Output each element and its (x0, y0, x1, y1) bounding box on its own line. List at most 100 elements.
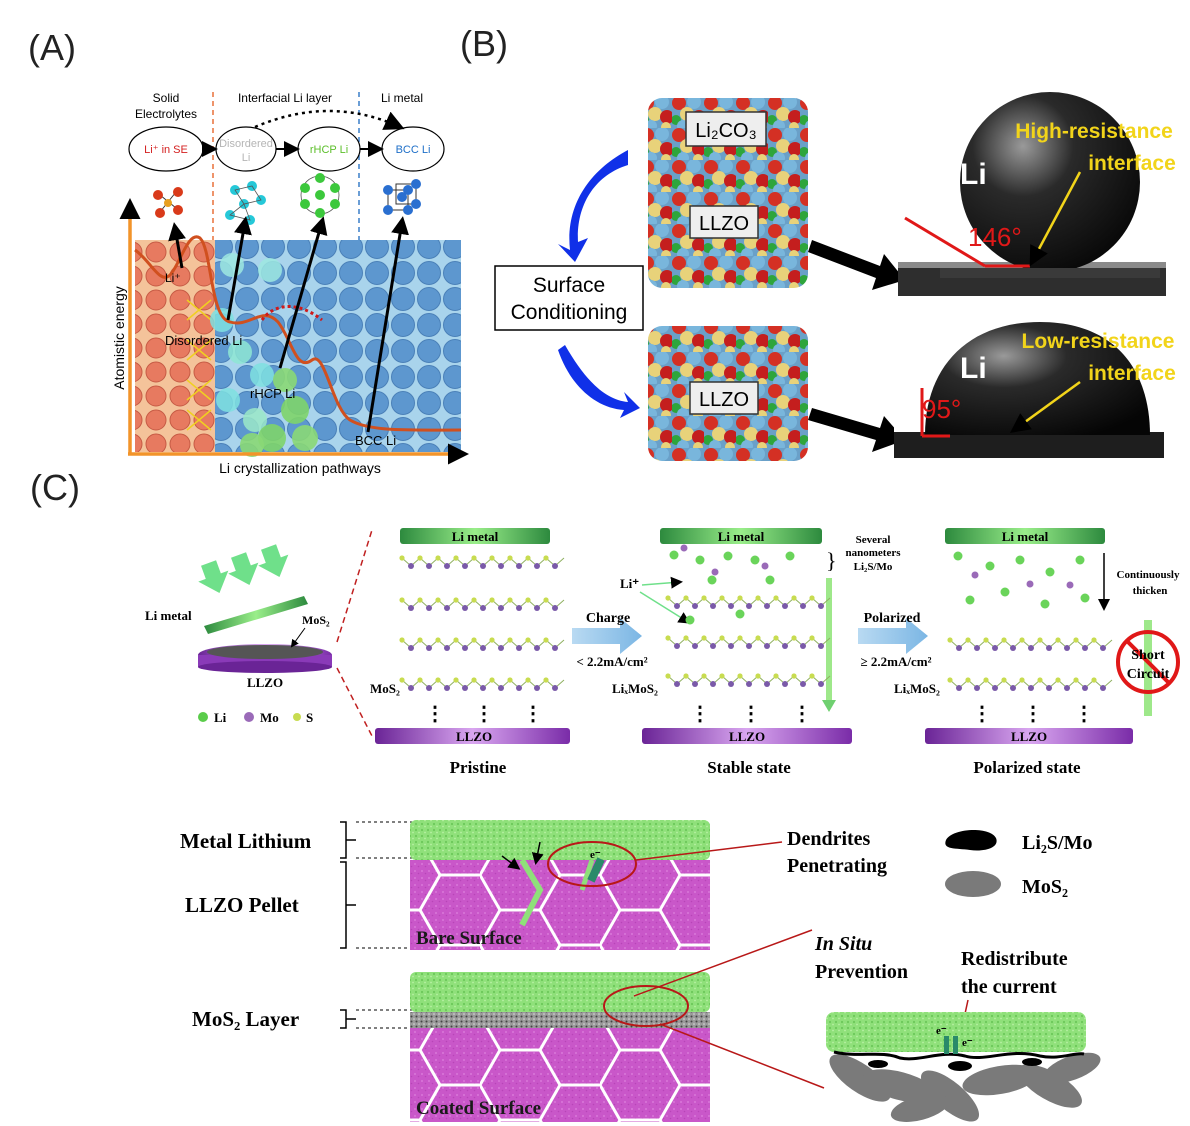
svg-text:⋮: ⋮ (690, 703, 710, 725)
stable-li-metal: Li metal (718, 529, 765, 544)
arrow-rhcp (278, 216, 328, 369)
green-arrows-icon (198, 544, 289, 594)
header-li-metal: Li metal (381, 91, 423, 105)
prevention: Prevention (815, 961, 908, 983)
llzo-top-label: LLZO (699, 213, 749, 235)
curve-label-disordered: Disordered Li (165, 333, 242, 348)
yellow-arrow-bottom (1009, 380, 1081, 433)
charge-condition: < 2.2mA/cm² (576, 654, 647, 669)
crystal-icon-cyan (225, 181, 266, 225)
label-mos2-layer: MoS₂ Layer (192, 1007, 299, 1031)
electron-label-zoom-1: e⁻ (936, 1025, 947, 1037)
angle-bottom: 95° (922, 394, 961, 424)
surface-conditioning-line2: Conditioning (511, 301, 628, 324)
li2co3-label: Li₂CO₃ (695, 120, 756, 142)
angle-top: 146° (968, 222, 1022, 252)
panel-a-label: (A) (28, 27, 76, 68)
high-resistance-line2: interface (1088, 152, 1176, 175)
redistribute-line1: Redistribute (961, 948, 1068, 970)
svg-text:⋮: ⋮ (523, 703, 543, 725)
charge-label: Charge (586, 611, 630, 626)
svg-text:}: } (826, 548, 837, 573)
short-circuit-icon (1116, 630, 1180, 694)
panel-c: (C) Li metal MoS₂ LLZO Li Mo S Li metal … (30, 467, 1180, 1122)
node-disordered-label-1: Disordered (219, 138, 273, 150)
header-electrolytes: Electrolytes (135, 107, 197, 121)
legend-mos2-icon (945, 871, 1001, 897)
bare-highlight (547, 841, 637, 887)
polarized-condition: ≥ 2.2mA/cm² (861, 654, 932, 669)
arrow-dotted-bypass (254, 109, 405, 130)
panel-b-label: (B) (460, 23, 508, 64)
polarized-note-2: thicken (1133, 585, 1168, 597)
charge-arrow (572, 618, 642, 654)
stable-note-1: Several (856, 534, 891, 546)
se-lattice-lines (186, 299, 212, 431)
black-arrow-top (808, 240, 905, 290)
photo-top-li: Li (960, 158, 987, 191)
legend-mos2-label: MoS₂ (1022, 876, 1068, 898)
svg-text:⋮: ⋮ (972, 703, 992, 725)
stable-li-plus: Li⁺ (620, 576, 639, 591)
dendrites-line1: Dendrites (787, 828, 871, 850)
legend-li: Li (214, 710, 227, 725)
angle-line-top (904, 216, 986, 268)
polarized-note-1: Continuously (1117, 569, 1180, 581)
zoom-detail: e⁻ e⁻ (826, 1012, 1101, 1122)
svg-text:⋮: ⋮ (792, 703, 812, 725)
mos2-disc (207, 645, 323, 659)
pristine-mos2: MoS₂ (370, 681, 400, 696)
in-situ: In Situ (814, 933, 872, 955)
panel-c-label: (C) (30, 467, 80, 508)
coated-mos2-layer (410, 1012, 710, 1028)
electron-label-zoom-2: e⁻ (962, 1037, 973, 1049)
llzo-bottom-label-box (689, 381, 759, 415)
svg-text:⋮: ⋮ (425, 703, 445, 725)
curve-label-rhcp: rHCP Li (250, 386, 295, 401)
rhcp-atoms (240, 368, 318, 457)
polarized-arrow (858, 618, 928, 654)
coated-surface-label: Coated Surface (416, 1098, 541, 1119)
yellow-arrow-top (1029, 171, 1082, 267)
label-metal-lithium: Metal Lithium (180, 829, 312, 853)
left-llzo: LLZO (247, 675, 283, 690)
arrow-li-plus (168, 222, 186, 269)
zoom-line-top (336, 529, 373, 643)
stable-note-3: Li₂S/Mo (854, 561, 893, 573)
electron-label-bare: e⁻ (590, 849, 601, 861)
photo-bottom-li: Li (960, 352, 987, 385)
panel-a: (A) Solid Electrolytes Interfacial Li la… (28, 27, 469, 476)
polarized-caption: Polarized state (973, 758, 1081, 777)
coated-highlight (603, 985, 689, 1027)
li-droplet-bottom (925, 322, 1150, 435)
low-resistance-line2: interface (1088, 362, 1176, 385)
arrow-bcc (366, 216, 409, 433)
energy-curve (134, 235, 462, 432)
label-llzo-pellet: LLZO Pellet (185, 893, 299, 917)
legend-s-dot (293, 713, 301, 721)
low-resistance-line1: Low-resistance (1022, 330, 1175, 353)
bare-li-layer (410, 820, 710, 860)
curve-label-bcc: BCC Li (355, 433, 396, 448)
li-metal-plate (204, 596, 308, 634)
crystal-icon-green (300, 173, 340, 218)
state-polarized: Li metal LLZO LiₓMoS₂ Continuously thick… (894, 528, 1180, 777)
panel-b: (B) Li₂CO₃ LLZO LLZO Surface Conditionin… (460, 23, 1176, 461)
legend-li-dot (198, 712, 208, 722)
bare-surface-label: Bare Surface (416, 928, 522, 949)
pristine-caption: Pristine (450, 758, 507, 777)
surface-conditioning-box (494, 265, 644, 331)
short-circuit-line1: Short (1131, 648, 1165, 663)
polarized-llzo: LLZO (1011, 729, 1047, 744)
solid-electrolyte-region (135, 240, 215, 452)
stable-caption: Stable state (707, 758, 791, 777)
stable-llzo: LLZO (729, 729, 765, 744)
surface-conditioning-line1: Surface (533, 274, 605, 297)
node-li-in-se-label: Li⁺ in SE (144, 144, 188, 156)
short-circuit-line2: Circuit (1127, 667, 1170, 682)
short-circuit-bar (1144, 620, 1152, 716)
li2co3-label-box (685, 111, 767, 147)
svg-text:⋮: ⋮ (1023, 703, 1043, 725)
header-solid: Solid (153, 91, 180, 105)
